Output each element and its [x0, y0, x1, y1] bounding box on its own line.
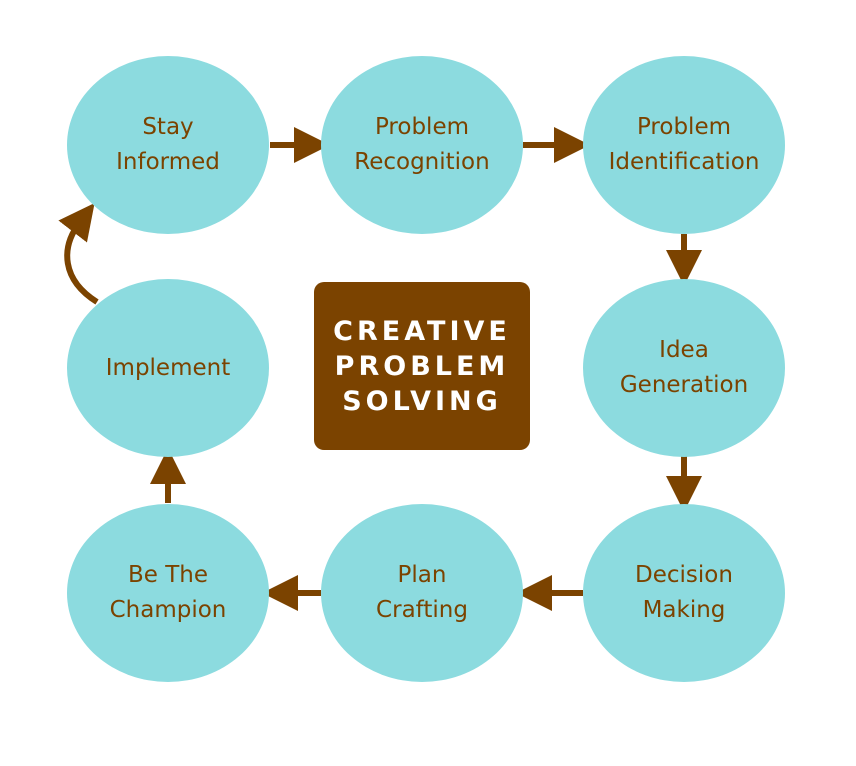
step-label-be-the-champion: Be The Champion	[109, 562, 227, 623]
step-label-problem-recognition: Problem Recognition	[354, 114, 490, 175]
step-label-problem-identification: Problem Identification	[608, 114, 760, 175]
step-node-problem-identification: Problem Identification	[583, 56, 785, 234]
step-label-idea-generation: Idea Generation	[619, 337, 749, 398]
center-title-box: CREATIVE PROBLEM SOLVING	[314, 282, 530, 450]
step-node-be-the-champion: Be The Champion	[67, 504, 269, 682]
center-title-line-1: CREATIVE	[333, 315, 511, 347]
step-node-implement: Implement	[67, 279, 269, 457]
step-node-plan-crafting: Plan Crafting	[321, 504, 523, 682]
center-title-line-3: SOLVING	[342, 385, 502, 417]
step-node-decision-making: Decision Making	[583, 504, 785, 682]
step-label-implement: Implement	[105, 354, 231, 381]
step-label-stay-informed: Stay Informed	[116, 114, 220, 175]
step-node-idea-generation: Idea Generation	[583, 279, 785, 457]
step-label-decision-making: Decision Making	[635, 562, 733, 623]
arrow-implement-to-stay-informed	[58, 202, 99, 305]
step-node-stay-informed: Stay Informed	[67, 56, 269, 234]
step-label-plan-crafting: Plan Crafting	[376, 562, 468, 623]
center-title-line-2: PROBLEM	[334, 350, 510, 382]
step-node-problem-recognition: Problem Recognition	[321, 56, 523, 234]
